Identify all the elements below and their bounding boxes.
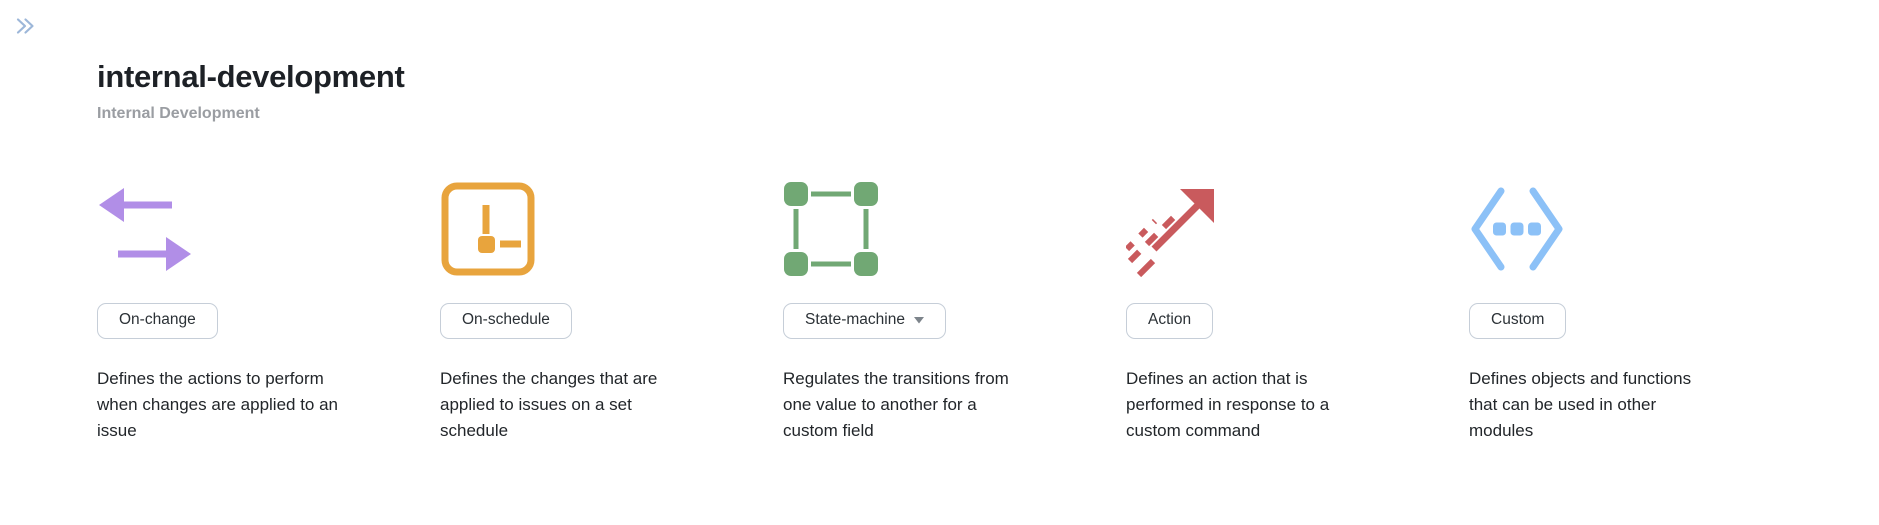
rule-type-button-on-change[interactable]: On-change bbox=[97, 303, 218, 339]
rule-type-button-on-schedule[interactable]: On-schedule bbox=[440, 303, 572, 339]
topbar bbox=[0, 0, 1879, 40]
rule-type-label: Custom bbox=[1491, 311, 1545, 329]
rule-type-button-state-machine[interactable]: State-machine bbox=[783, 303, 946, 339]
schedule-clock-icon bbox=[440, 181, 536, 277]
rule-description: Defines an action that is performed in r… bbox=[1126, 368, 1330, 440]
rule-type-label: Action bbox=[1148, 311, 1192, 329]
rule-type-label: On-schedule bbox=[462, 311, 550, 329]
rule-card-action: Action Defines an action that is perform… bbox=[1126, 181, 1469, 444]
rule-card-custom: Custom Defines objects and functions tha… bbox=[1469, 181, 1812, 444]
rule-type-label: State-machine bbox=[805, 311, 905, 329]
rule-type-button-custom[interactable]: Custom bbox=[1469, 303, 1567, 339]
rule-description: Defines objects and functions that can b… bbox=[1469, 368, 1692, 440]
rule-type-label: On-change bbox=[119, 311, 196, 329]
custom-code-icon bbox=[1469, 181, 1565, 277]
rule-card-state-machine: State-machine Regulates the transitions … bbox=[783, 181, 1126, 444]
transfer-arrows-icon bbox=[97, 181, 193, 277]
rule-description: Defines the actions to perform when chan… bbox=[97, 368, 339, 440]
rule-card-on-schedule: On-schedule Defines the changes that are… bbox=[440, 181, 783, 444]
page-title: internal-development bbox=[97, 59, 405, 94]
rule-type-button-action[interactable]: Action bbox=[1126, 303, 1214, 339]
rule-description: Regulates the transitions from one value… bbox=[783, 368, 1009, 440]
rule-description: Defines the changes that are applied to … bbox=[440, 368, 658, 440]
state-machine-icon bbox=[783, 181, 879, 277]
rule-card-on-change: On-change Defines the actions to perform… bbox=[97, 181, 440, 444]
rule-type-cards: On-change Defines the actions to perform… bbox=[97, 181, 1879, 444]
double-chevron-right-icon bbox=[16, 18, 34, 34]
caret-down-icon bbox=[913, 316, 924, 324]
action-arrow-icon bbox=[1126, 181, 1222, 278]
page-subtitle: Internal Development bbox=[97, 105, 260, 123]
expand-sidebar-button[interactable] bbox=[13, 14, 37, 38]
main-content: internal-development Internal Developmen… bbox=[0, 58, 1879, 444]
